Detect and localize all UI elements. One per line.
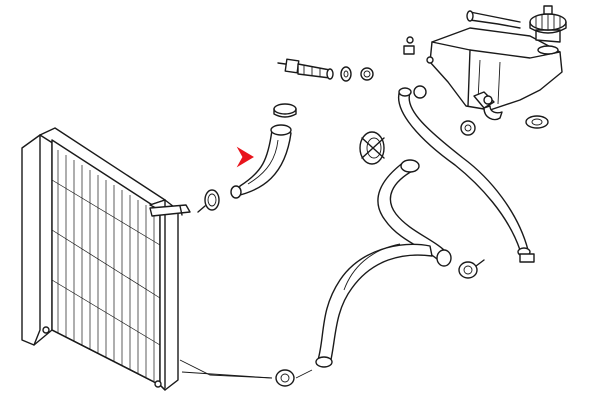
thermostat-housing (359, 131, 385, 165)
pointer-arrow (236, 146, 254, 168)
tank-outlet-hose (460, 105, 503, 136)
hose-clamp-bottom (181, 369, 313, 387)
lower-hose (315, 159, 452, 368)
radiator-core-fins (51, 150, 161, 381)
hose-clamp-left (197, 189, 220, 213)
grommet (525, 115, 549, 129)
overflow-hose (397, 85, 535, 263)
hose-clamp-right (458, 259, 485, 279)
highlighted-hose (230, 103, 297, 199)
reservoir-cap (529, 5, 567, 55)
radiator (21, 127, 191, 391)
leader-line (179, 359, 273, 379)
expansion-tank (403, 10, 563, 111)
temperature-sensor (277, 58, 374, 82)
